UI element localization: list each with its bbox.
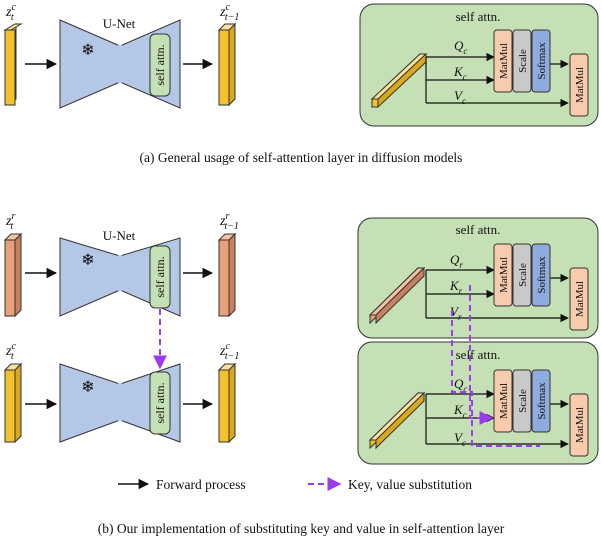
scale-block [512,243,532,307]
snowflake-icon: ❄ [81,42,94,59]
matmul-block [493,29,513,93]
cond-input-latent [3,362,23,444]
cond-output-latent [217,362,237,444]
legend-forward-label: Forward process [156,477,246,492]
svg-text:self attn.: self attn. [456,222,501,237]
output-latent [217,22,237,107]
legend-substitution-label: Key, value substitution [348,477,472,492]
svg-text:MatMul: MatMul [498,43,510,79]
attn-box-a-title: self attn. [456,9,501,24]
snowflake-icon: ❄ [81,252,94,269]
input-latent [3,23,23,106]
attn-latent-ref [368,266,426,325]
caption-a: (a) General usage of self-attention laye… [139,150,463,165]
softmax-block [531,369,551,433]
v-label: Vc [454,88,466,106]
svg-text:Softmax: Softmax [536,256,548,294]
q-label: Qc [454,38,467,56]
svg-text:Scale: Scale [517,49,529,73]
cond-self-attn-layer [149,371,171,435]
ref-output-latent [217,232,237,318]
svg-text:self attn.: self attn. [153,256,167,297]
key-substitution-path [469,285,494,425]
svg-text:MatMul: MatMul [498,257,510,293]
svg-text:Softmax: Softmax [536,42,548,80]
softmax-block [531,29,551,93]
legend: Forward process Key, value substitution [118,477,472,492]
svg-text:MatMul: MatMul [498,383,510,419]
attn-latent-cond [368,391,426,450]
value-substitution-path [451,310,540,447]
attn-latent-a [370,52,428,109]
svg-text:Scale: Scale [517,263,529,287]
qr-label: Qr [450,252,463,270]
matmul-block [493,243,513,307]
ref-self-attn-layer [149,245,171,309]
matmul-block [493,369,513,433]
kc-label: Kc [453,402,467,420]
svg-text:Scale: Scale [517,389,529,413]
qc-label: Qc [454,376,467,394]
unet-encoder [59,19,121,109]
ref-input-latent [3,232,23,318]
ref-unet-label: U-Net [103,228,136,243]
self-attn-layer [149,33,171,97]
unet-label: U-Net [103,16,136,31]
scale-block [512,369,532,433]
k-label: Kc [453,64,467,82]
svg-text:Softmax: Softmax [536,382,548,420]
vc-label: Vc [454,430,466,448]
svg-text:self attn.: self attn. [153,382,167,423]
matmul-block [569,53,589,117]
snowflake-icon: ❄ [81,379,94,396]
svg-text:MatMul: MatMul [574,407,586,443]
matmul-block [569,267,589,331]
svg-text:MatMul: MatMul [574,281,586,317]
caption-b: (b) Our implementation of substituting k… [97,521,505,536]
softmax-block [531,243,551,307]
scale-block [512,29,532,93]
kr-label: Kr [449,278,463,296]
svg-text:MatMul: MatMul [574,67,586,103]
self-attn-layer-label: self attn. [153,44,167,85]
matmul-block [569,393,589,457]
vr-label: Vr [450,304,462,322]
svg-text:self attn.: self attn. [456,347,501,362]
